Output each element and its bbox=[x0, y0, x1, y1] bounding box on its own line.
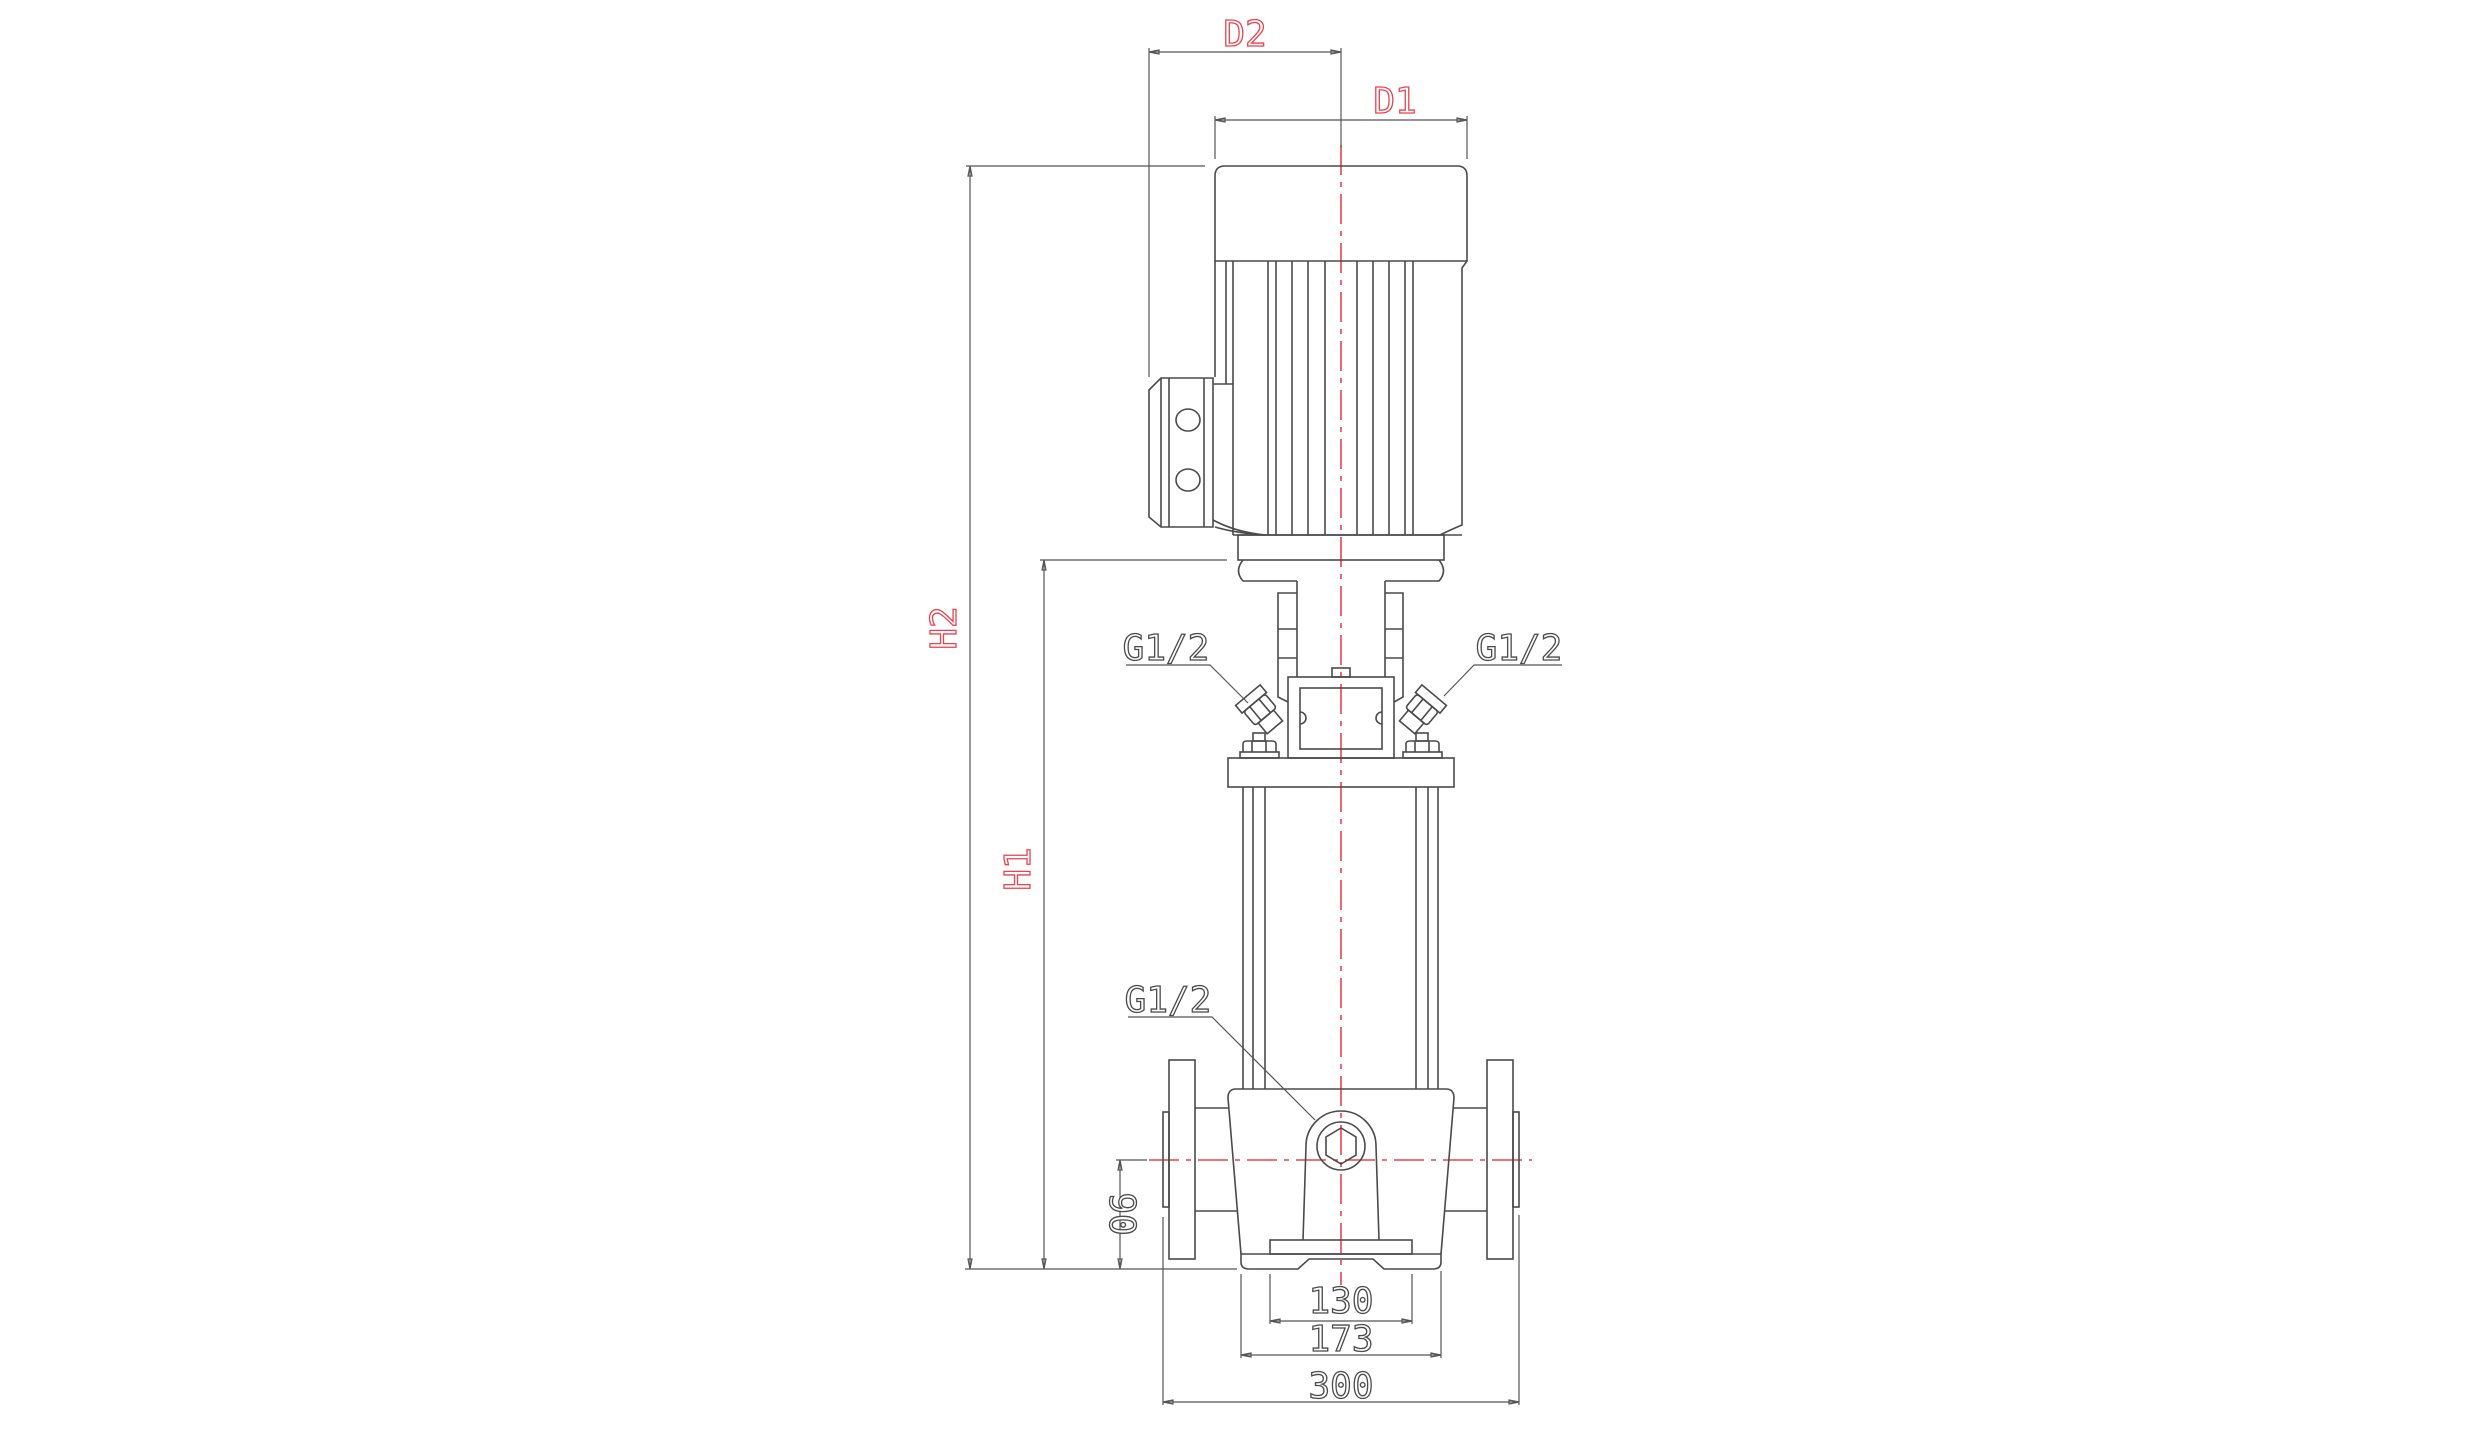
outlet-flange bbox=[1445, 1059, 1520, 1260]
vent-plug-left bbox=[1234, 683, 1284, 735]
drain-boss bbox=[1302, 1110, 1380, 1241]
callout-drain: G1/2 bbox=[1124, 979, 1316, 1121]
cooling-fins bbox=[1225, 261, 1414, 535]
motor-flange bbox=[1237, 534, 1445, 561]
svg-text:G1/2: G1/2 bbox=[1476, 628, 1563, 669]
vent-plug-right bbox=[1398, 683, 1448, 735]
flange-span-label: 300 bbox=[1308, 1366, 1373, 1407]
callout-upper-left: G1/2 bbox=[1122, 627, 1249, 704]
dimension-173: 173 bbox=[1240, 1271, 1442, 1361]
svg-text:G1/2: G1/2 bbox=[1123, 628, 1210, 669]
hex-socket-icon bbox=[1325, 1127, 1357, 1165]
dimension-300: 300 bbox=[1162, 1215, 1520, 1408]
cable-gland-icon bbox=[1175, 408, 1201, 432]
fan-cover bbox=[1214, 165, 1468, 262]
drain-plug-icon bbox=[1316, 1121, 1366, 1171]
motor-adapter bbox=[1237, 559, 1445, 582]
pump-base bbox=[1227, 1088, 1455, 1270]
inlet-height-label: 90 bbox=[1101, 1192, 1142, 1235]
foot-outer-width-label: 173 bbox=[1308, 1319, 1373, 1360]
svg-text:G1/2: G1/2 bbox=[1125, 980, 1212, 1021]
d1-label: D1 bbox=[1373, 81, 1416, 122]
nut-left bbox=[1239, 732, 1280, 759]
callout-upper-right: G1/2 bbox=[1443, 627, 1563, 697]
dimension-90: 90 bbox=[1100, 1159, 1147, 1270]
terminal-box bbox=[1148, 377, 1266, 536]
cable-gland-icon bbox=[1175, 468, 1201, 492]
dimension-130: 130 bbox=[1269, 1274, 1413, 1324]
h1-label: H1 bbox=[998, 847, 1039, 890]
top-plate bbox=[1227, 757, 1455, 788]
coupling-bracket bbox=[1277, 581, 1404, 703]
dimension-d2: D2 bbox=[1148, 13, 1342, 377]
h2-label: H2 bbox=[924, 606, 965, 649]
dimension-h1: H1 bbox=[997, 559, 1227, 1270]
foot-inner-width-label: 130 bbox=[1308, 1281, 1373, 1322]
motor bbox=[1148, 165, 1468, 582]
dimension-d1: D1 bbox=[1214, 80, 1468, 159]
inlet-flange bbox=[1162, 1059, 1237, 1260]
d2-label: D2 bbox=[1223, 14, 1266, 55]
nut-right bbox=[1402, 732, 1443, 759]
dimension-h2: H2 bbox=[923, 165, 1205, 1270]
pump-barrel bbox=[1242, 787, 1439, 1089]
